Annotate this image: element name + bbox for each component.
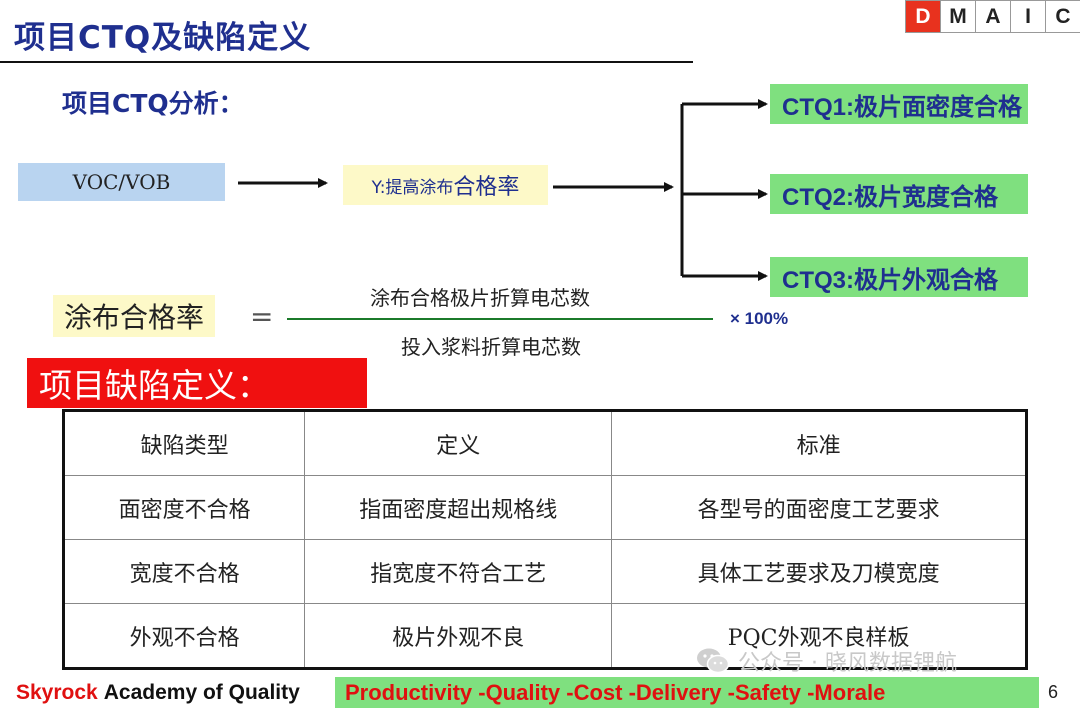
table-row: 面密度不合格 指面密度超出规格线 各型号的面密度工艺要求 bbox=[62, 475, 1027, 540]
fraction-line bbox=[287, 318, 713, 320]
table-row: 外观不合格 极片外观不良 PQC外观不良样板 bbox=[62, 603, 1027, 669]
formula-numerator: 涂布合格极片折算电芯数 bbox=[370, 286, 590, 310]
watermark: 公众号 · 晓风数据锂航 bbox=[696, 645, 957, 677]
table-cell: PQC外观不良样板 bbox=[611, 603, 1027, 669]
table-cell: 极片外观不良 bbox=[304, 603, 613, 669]
defect-definition-table: 缺陷类型 定义 标准 面密度不合格 指面密度超出规格线 各型号的面密度工艺要求 … bbox=[62, 409, 1028, 670]
formula-denominator: 投入浆料折算电芯数 bbox=[401, 335, 581, 359]
page-title: 项目CTQ及缺陷定义 bbox=[14, 20, 312, 56]
page-number: 6 bbox=[1048, 682, 1059, 702]
footer-slogan: Productivity -Quality -Cost -Delivery -S… bbox=[335, 677, 1039, 708]
table-cell: 指宽度不符合工艺 bbox=[304, 539, 613, 604]
y-goal-prefix: Y:提高涂布 bbox=[371, 177, 454, 198]
table-header-row: 缺陷类型 定义 标准 bbox=[62, 410, 1027, 476]
formula-label: 涂布合格率 bbox=[53, 295, 215, 337]
formula-multiplier: × 100% bbox=[730, 309, 789, 328]
ctq2-box: CTQ2:极片宽度合格 bbox=[770, 174, 1028, 214]
watermark-text: 公众号 · 晓风数据锂航 bbox=[738, 651, 957, 676]
formula-equals: = bbox=[250, 300, 274, 333]
brand-skyrock: Skyrock bbox=[16, 681, 98, 704]
table-cell: 宽度不合格 bbox=[62, 539, 306, 604]
title-underline bbox=[0, 61, 693, 63]
table-cell: 指面密度超出规格线 bbox=[304, 475, 613, 540]
dmaic-phase-bar: D M A I C bbox=[905, 0, 1080, 33]
dmaic-phase-a: A bbox=[975, 1, 1010, 33]
wechat-icon bbox=[697, 648, 730, 674]
y-goal-box: Y:提高涂布合格率 bbox=[343, 165, 548, 205]
table-cell: 外观不合格 bbox=[62, 603, 306, 669]
table-cell: 具体工艺要求及刀模宽度 bbox=[611, 539, 1027, 604]
ctq3-box: CTQ3:极片外观合格 bbox=[770, 257, 1028, 297]
dmaic-phase-i: I bbox=[1010, 1, 1045, 33]
column-header: 标准 bbox=[611, 410, 1027, 476]
voc-vob-box: VOC/VOB bbox=[18, 163, 225, 201]
column-header: 缺陷类型 bbox=[62, 410, 306, 476]
column-header: 定义 bbox=[304, 410, 613, 476]
dmaic-phase-d: D bbox=[905, 1, 940, 33]
y-goal-suffix: 合格率 bbox=[453, 175, 520, 200]
table-cell: 面密度不合格 bbox=[62, 475, 306, 540]
table-row: 宽度不合格 指宽度不符合工艺 具体工艺要求及刀模宽度 bbox=[62, 539, 1027, 604]
ctq1-box: CTQ1:极片面密度合格 bbox=[770, 84, 1028, 124]
ctq-analysis-subtitle: 项目CTQ分析： bbox=[62, 89, 244, 118]
table-cell: 各型号的面密度工艺要求 bbox=[611, 475, 1027, 540]
defect-definition-heading: 项目缺陷定义： bbox=[27, 358, 367, 408]
dmaic-phase-m: M bbox=[940, 1, 975, 33]
dmaic-phase-c: C bbox=[1045, 1, 1080, 33]
brand-academy: Academy of Quality bbox=[103, 681, 300, 704]
